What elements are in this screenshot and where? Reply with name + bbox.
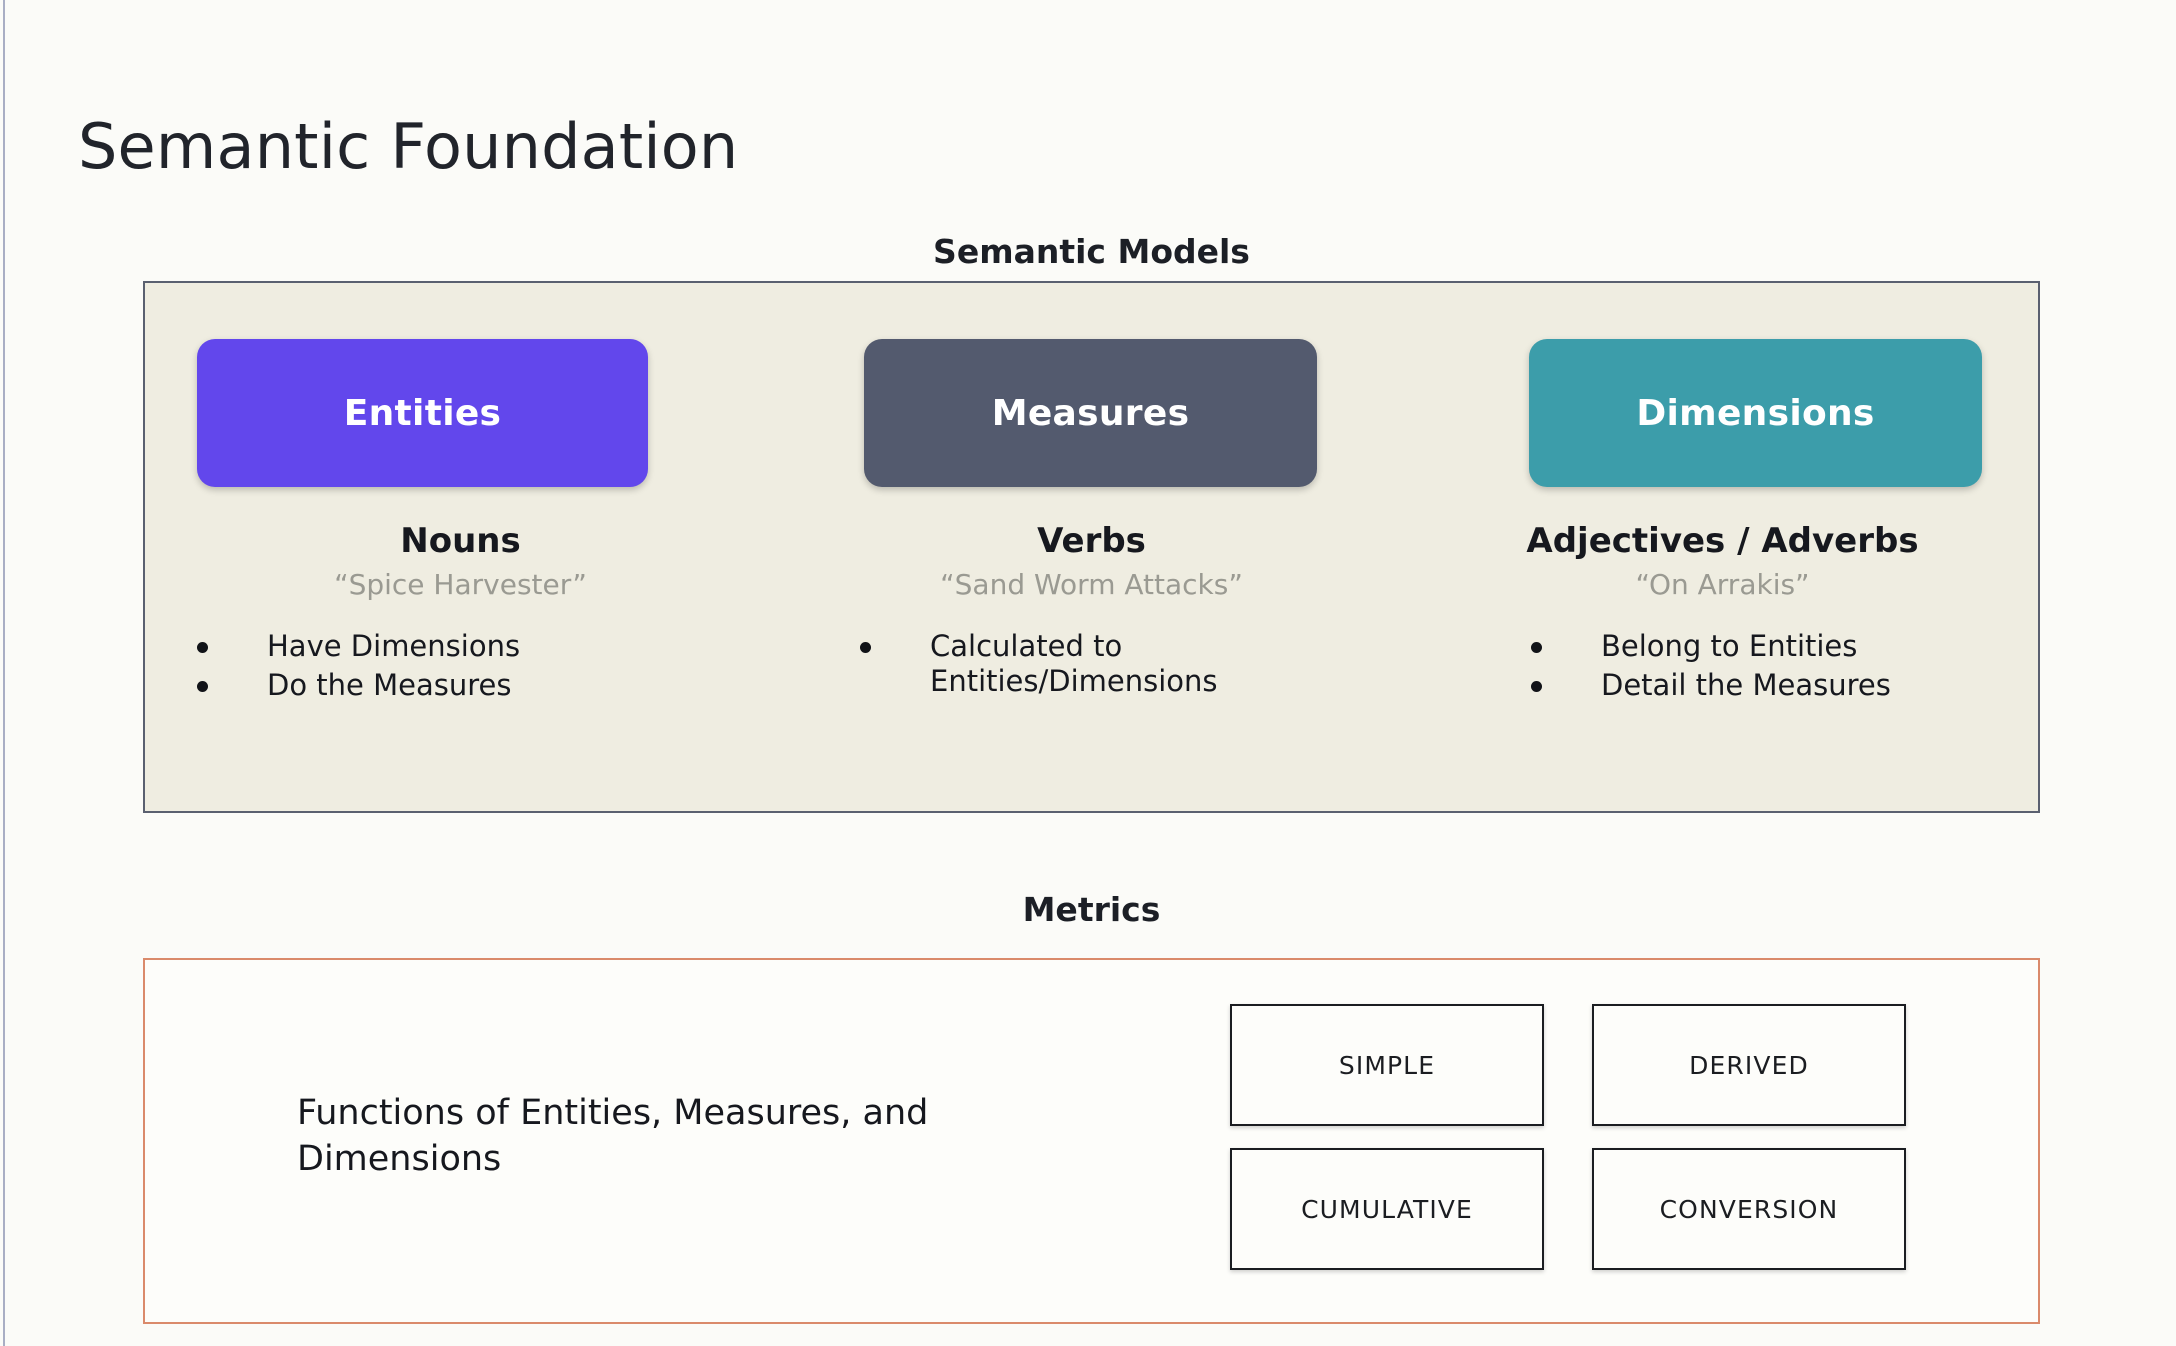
list-item: Do the Measures bbox=[175, 668, 615, 703]
semantic-model-column-entities: Entities Nouns “Spice Harvester” Have Di… bbox=[145, 283, 776, 811]
entities-pill[interactable]: Entities bbox=[197, 339, 648, 487]
semantic-models-columns: Entities Nouns “Spice Harvester” Have Di… bbox=[145, 283, 2038, 811]
bullet-dot-icon bbox=[197, 681, 208, 693]
metric-type-cumulative[interactable]: CUMULATIVE bbox=[1230, 1148, 1544, 1270]
semantic-models-panel: Entities Nouns “Spice Harvester” Have Di… bbox=[143, 281, 2040, 813]
bullet-dot-icon bbox=[197, 642, 208, 653]
entities-bullet-list: Have Dimensions Do the Measures bbox=[175, 629, 615, 708]
metrics-type-grid: SIMPLE DERIVED CUMULATIVE CONVERSION bbox=[1230, 1004, 1906, 1270]
page-title: Semantic Foundation bbox=[78, 109, 739, 183]
semantic-model-column-dimensions: Dimensions Adjectives / Adverbs “On Arra… bbox=[1407, 283, 2038, 811]
dimensions-example-quote: “On Arrakis” bbox=[1635, 568, 1810, 601]
measures-kicker: Verbs bbox=[1037, 521, 1146, 561]
bullet-dot-icon bbox=[1531, 681, 1542, 693]
list-item: Have Dimensions bbox=[175, 629, 615, 664]
metric-type-derived[interactable]: DERIVED bbox=[1592, 1004, 1906, 1126]
dimensions-pill[interactable]: Dimensions bbox=[1529, 339, 1982, 487]
semantic-model-column-measures: Measures Verbs “Sand Worm Attacks” Calcu… bbox=[776, 283, 1407, 811]
metric-type-conversion[interactable]: CONVERSION bbox=[1592, 1148, 1906, 1270]
bullet-dot-icon bbox=[860, 642, 871, 653]
metrics-heading: Metrics bbox=[1022, 890, 1161, 929]
entities-kicker: Nouns bbox=[400, 521, 521, 561]
dimensions-bullet-list: Belong to Entities Detail the Measures bbox=[1509, 629, 1979, 708]
list-item: Belong to Entities bbox=[1509, 629, 1979, 664]
list-item-label: Detail the Measures bbox=[1601, 668, 1891, 703]
bullet-dot-icon bbox=[1531, 642, 1542, 653]
list-item: Calculated to Entities/Dimensions bbox=[838, 629, 1288, 700]
metrics-panel: Functions of Entities, Measures, and Dim… bbox=[143, 958, 2040, 1324]
metrics-description: Functions of Entities, Measures, and Dim… bbox=[297, 1093, 929, 1180]
slide-left-edge-rule bbox=[3, 0, 5, 1346]
measures-bullet-list: Calculated to Entities/Dimensions bbox=[838, 629, 1288, 704]
measures-pill[interactable]: Measures bbox=[864, 339, 1317, 487]
list-item-label: Calculated to Entities/Dimensions bbox=[930, 629, 1218, 699]
list-item: Detail the Measures bbox=[1509, 668, 1979, 703]
dimensions-kicker: Adjectives / Adverbs bbox=[1526, 521, 1919, 561]
metric-type-simple[interactable]: SIMPLE bbox=[1230, 1004, 1544, 1126]
semantic-models-heading: Semantic Models bbox=[933, 232, 1250, 271]
list-item-label: Have Dimensions bbox=[267, 629, 521, 663]
measures-example-quote: “Sand Worm Attacks” bbox=[940, 568, 1243, 601]
list-item-label: Do the Measures bbox=[267, 668, 512, 703]
list-item-label: Belong to Entities bbox=[1601, 629, 1858, 663]
entities-example-quote: “Spice Harvester” bbox=[334, 568, 587, 601]
